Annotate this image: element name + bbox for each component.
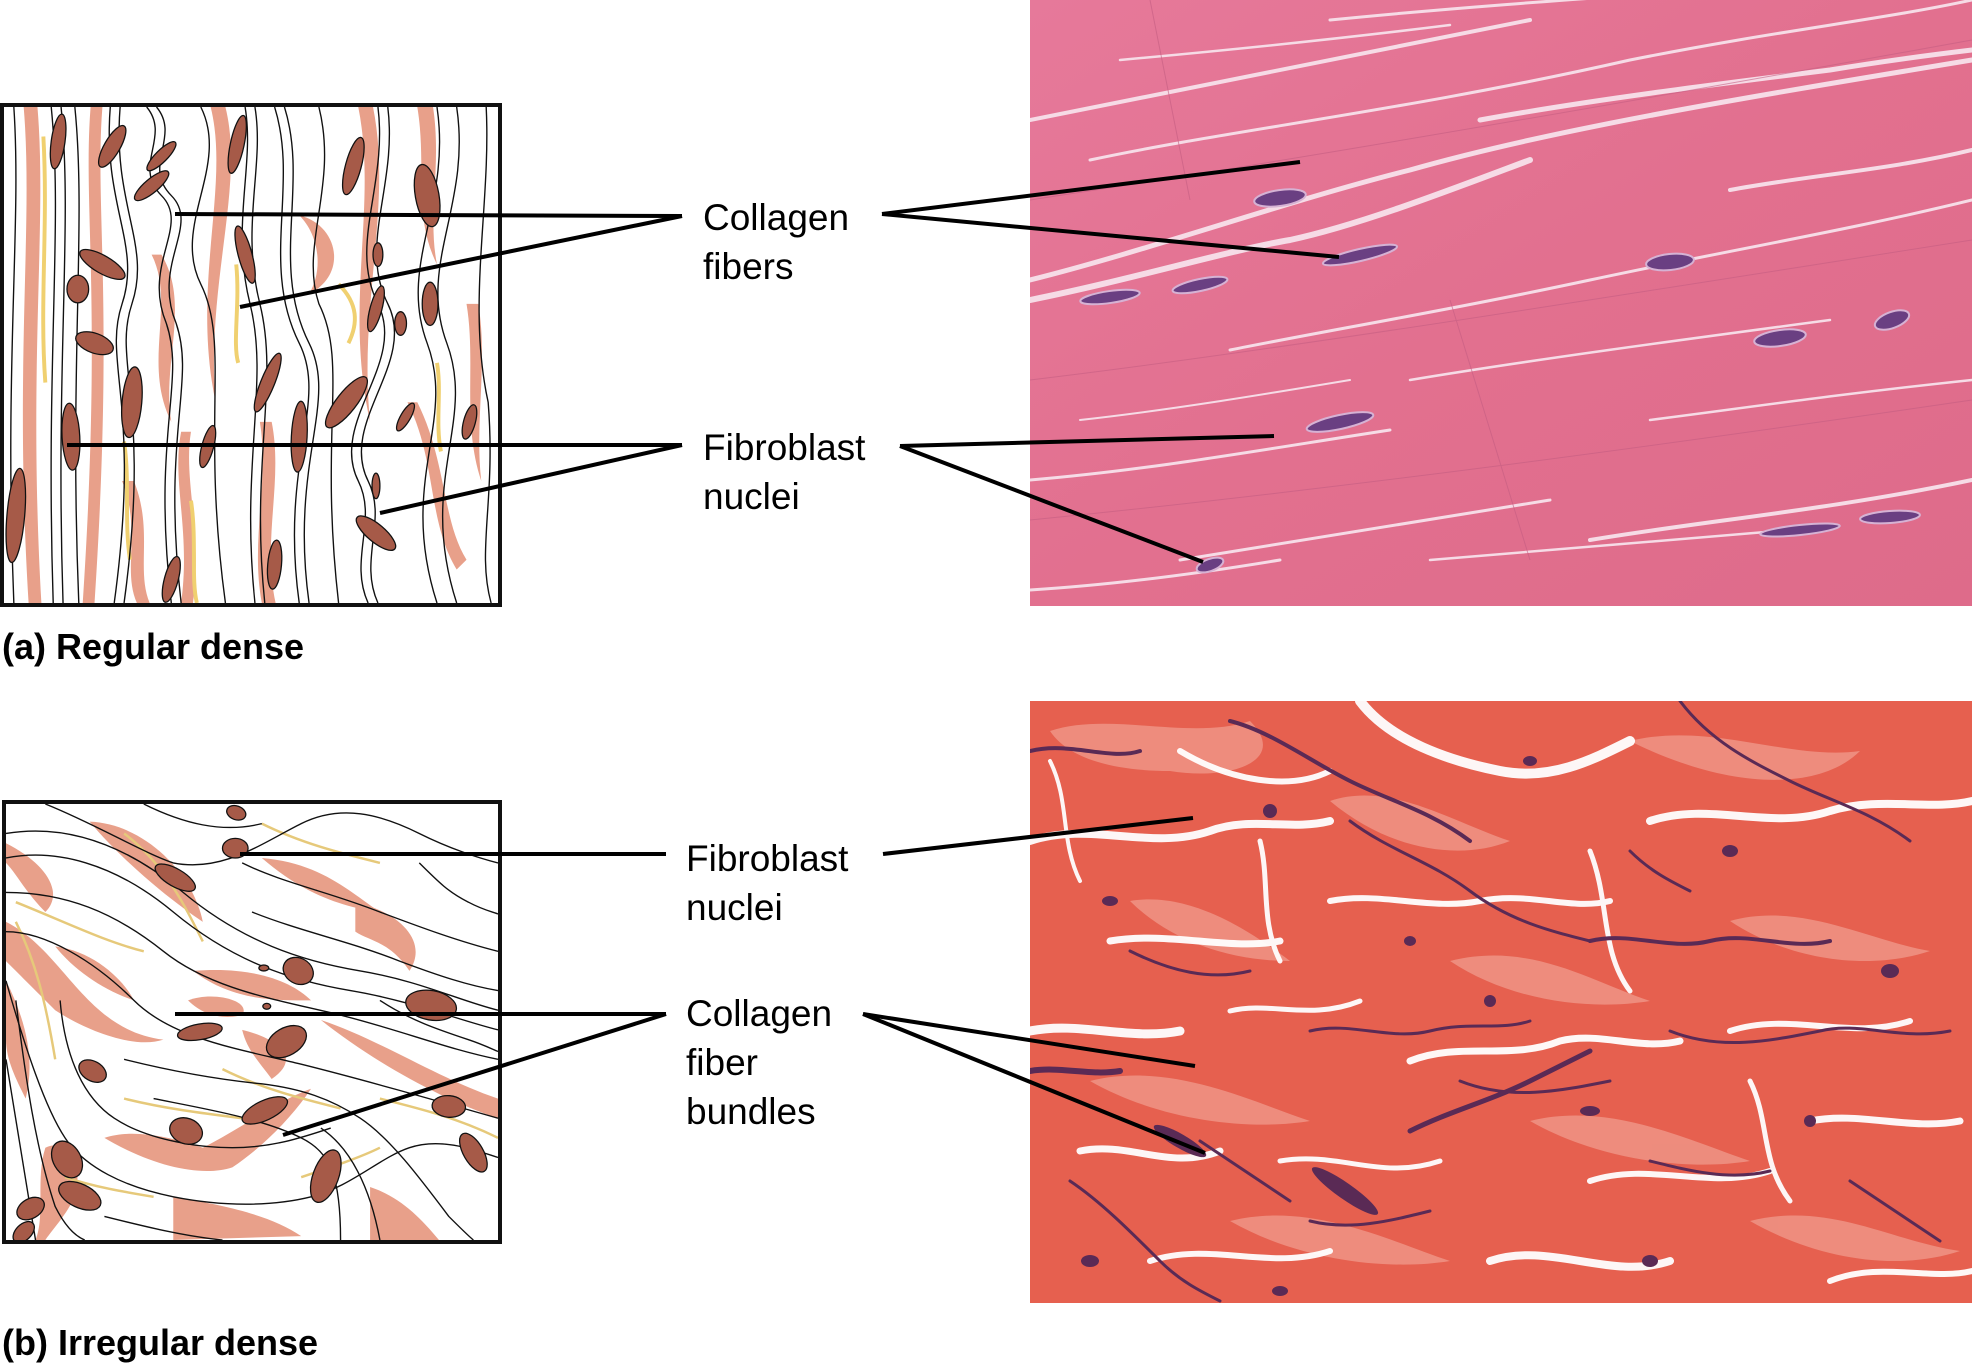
regular-fibroblast-label: Fibroblast nuclei bbox=[703, 423, 865, 521]
irregular-dense-illustration bbox=[2, 800, 502, 1244]
regular-dense-photo-texture bbox=[1030, 0, 1972, 606]
regular-dense-micrograph bbox=[1030, 0, 1972, 606]
regular-dense-drawing bbox=[5, 107, 492, 603]
irregular-dense-caption: (b) Irregular dense bbox=[2, 1322, 319, 1363]
irregular-dense-drawing bbox=[6, 804, 498, 1240]
label-line: fibers bbox=[703, 246, 794, 287]
label-line: Collagen bbox=[686, 993, 833, 1034]
label-line: Fibroblast bbox=[703, 427, 866, 468]
label-line: nuclei bbox=[686, 887, 783, 928]
regular-dense-caption: (a) Regular dense bbox=[2, 626, 305, 667]
label-line: Collagen bbox=[703, 197, 850, 238]
label-line: bundles bbox=[686, 1091, 816, 1132]
regular-collagen-label: Collagen fibers bbox=[703, 193, 849, 291]
label-line: Fibroblast bbox=[686, 838, 849, 879]
irregular-fibroblast-label: Fibroblast nuclei bbox=[686, 834, 848, 932]
irregular-dense-micrograph bbox=[1030, 701, 1972, 1303]
label-line: fiber bbox=[686, 1042, 758, 1083]
irregular-collagen-label: Collagen fiber bundles bbox=[686, 989, 832, 1136]
irregular-dense-photo-texture bbox=[1030, 701, 1972, 1303]
regular-dense-illustration bbox=[0, 103, 502, 607]
label-line: nuclei bbox=[703, 476, 800, 517]
